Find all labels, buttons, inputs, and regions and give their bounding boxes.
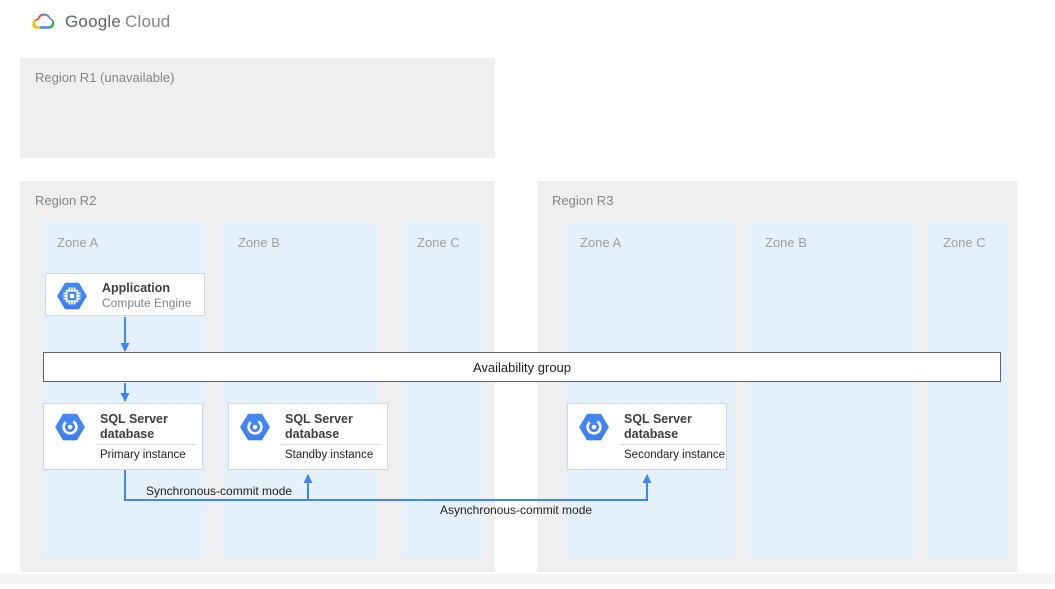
bottom-edge bbox=[0, 574, 1055, 584]
zone-label: Zone A bbox=[580, 235, 622, 250]
zone-label: Zone B bbox=[238, 235, 280, 250]
zone-label: Zone C bbox=[417, 235, 460, 250]
region-r3-zone-c: Zone C bbox=[928, 222, 1008, 558]
zone-label: Zone C bbox=[943, 235, 986, 250]
divider bbox=[281, 444, 381, 445]
region-r1: Region R1 (unavailable) bbox=[20, 58, 495, 158]
application-title: Application bbox=[102, 281, 171, 295]
region-r3-label: Region R3 bbox=[552, 193, 614, 208]
sql-server-icon bbox=[579, 413, 609, 441]
zone-label: Zone A bbox=[57, 235, 99, 250]
sql-title: SQL Server database bbox=[624, 412, 692, 441]
region-r2-label: Region R2 bbox=[35, 193, 97, 208]
region-r2-zone-b: Zone B bbox=[223, 222, 378, 558]
availability-group-label: Availability group bbox=[472, 359, 572, 375]
sql-primary-node: SQL Server database Primary instance bbox=[43, 403, 203, 470]
region-r2-zone-c: Zone C bbox=[402, 222, 483, 558]
sql-title: SQL Server database bbox=[285, 412, 353, 441]
availability-group-bar: Availability group bbox=[43, 352, 1001, 382]
google-cloud-icon bbox=[32, 13, 55, 29]
asynchronous-commit-label: Asynchronous-commit mode bbox=[440, 503, 593, 517]
zone-label: Zone B bbox=[765, 235, 807, 250]
sql-standby-node: SQL Server database Standby instance bbox=[228, 403, 388, 470]
application-subtitle: Compute Engine bbox=[102, 296, 192, 310]
sql-secondary-node: SQL Server database Secondary instance bbox=[567, 403, 727, 470]
sql-standby-instance-label: Standby instance bbox=[285, 449, 374, 461]
sql-secondary-instance-label: Secondary instance bbox=[624, 449, 726, 461]
region-r3-zone-a: Zone A bbox=[565, 222, 735, 558]
compute-engine-icon bbox=[57, 282, 87, 310]
logo-cloud-text: Cloud bbox=[125, 11, 171, 31]
divider bbox=[96, 444, 196, 445]
sql-server-icon bbox=[240, 413, 270, 441]
divider bbox=[620, 444, 720, 445]
sql-server-icon bbox=[55, 413, 85, 441]
logo-google-text: Google bbox=[65, 11, 122, 31]
application-node: Application Compute Engine bbox=[45, 273, 205, 316]
region-r3-zone-b: Zone B bbox=[750, 222, 915, 558]
sql-primary-instance-label: Primary instance bbox=[100, 449, 186, 461]
sql-title: SQL Server database bbox=[100, 412, 168, 441]
region-r1-label: Region R1 (unavailable) bbox=[35, 70, 175, 85]
synchronous-commit-label: Synchronous-commit mode bbox=[146, 484, 293, 498]
